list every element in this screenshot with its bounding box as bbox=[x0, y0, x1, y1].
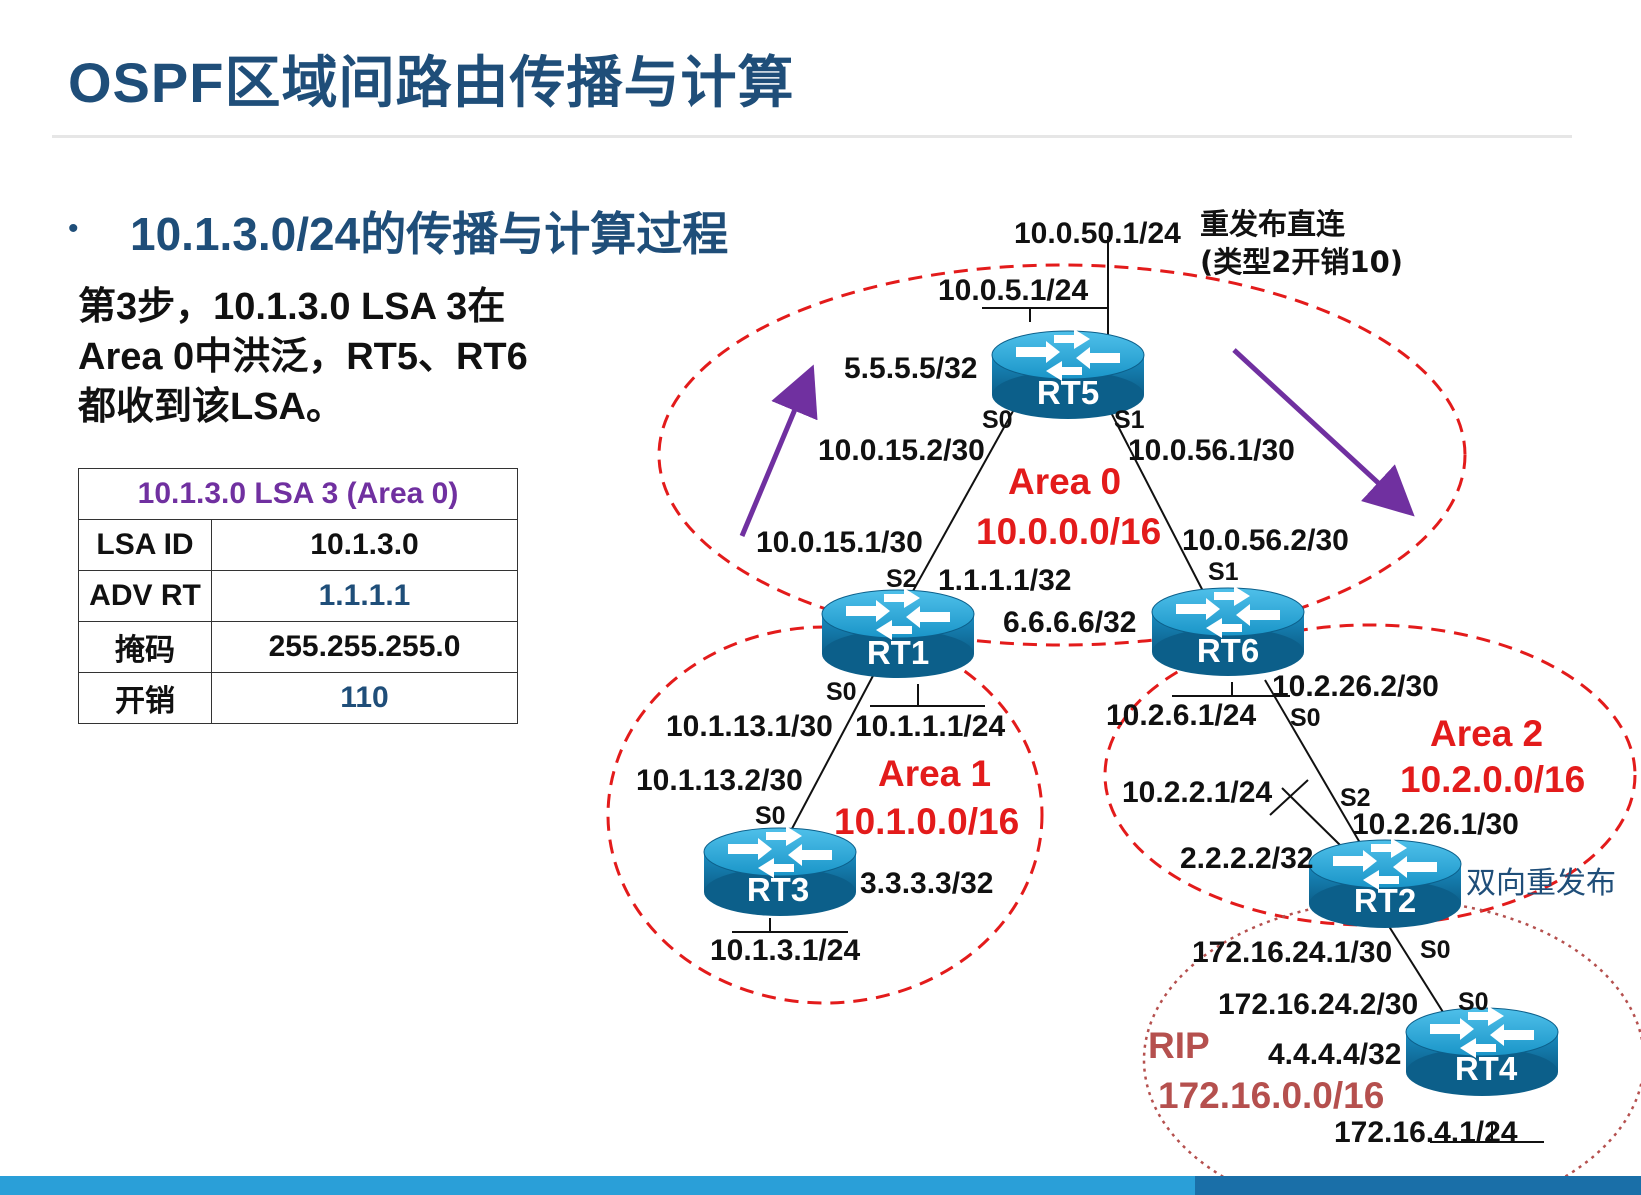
rt5-s1-port: S1 bbox=[1114, 406, 1145, 434]
links bbox=[732, 236, 1544, 1143]
rt2-s0-ip: 172.16.24.1/30 bbox=[1192, 936, 1392, 969]
rt6-s1-port: S1 bbox=[1208, 558, 1239, 586]
area0-name: Area 0 bbox=[1008, 461, 1121, 502]
table-row: LSA ID 10.1.3.0 bbox=[78, 519, 518, 571]
rt5-lan-ip: 10.0.50.1/24 bbox=[1014, 217, 1181, 250]
table-row: 掩码 255.255.255.0 bbox=[78, 621, 518, 673]
rt1-loopback: 1.1.1.1/32 bbox=[938, 564, 1071, 597]
lsa-key: LSA ID bbox=[78, 519, 212, 571]
router-rt4: RT4 bbox=[1405, 1005, 1559, 1097]
area0-boundary bbox=[657, 263, 1467, 647]
rt6-lan-ip: 10.2.6.1/24 bbox=[1106, 699, 1256, 732]
router-rt1: RT1 bbox=[821, 587, 975, 679]
rt5-s0-ip: 10.0.15.2/30 bbox=[818, 434, 985, 467]
rt3-loopback: 3.3.3.3/32 bbox=[860, 867, 993, 900]
flood-arrow-left bbox=[739, 364, 818, 537]
router-rt6: RT6 bbox=[1151, 585, 1305, 677]
rt3-lan-ip: 10.1.3.1/24 bbox=[710, 934, 860, 967]
router-label-rt1: RT1 bbox=[867, 634, 929, 671]
area0-net: 10.0.0.0/16 bbox=[976, 511, 1161, 552]
rt1-s2-port: S2 bbox=[886, 565, 917, 593]
rt4-loopback: 4.4.4.4/32 bbox=[1268, 1038, 1401, 1071]
rt2-loopback: 2.2.2.2/32 bbox=[1180, 842, 1313, 875]
rt4-s0-port: S0 bbox=[1458, 988, 1489, 1016]
router-rt3: RT3 bbox=[703, 825, 857, 917]
lsa-key: 掩码 bbox=[78, 621, 212, 673]
rt1-s2-ip: 10.0.15.1/30 bbox=[756, 526, 923, 559]
rt1-lan-ip: 10.1.1.1/24 bbox=[855, 710, 1005, 743]
rt2-s2-port: S2 bbox=[1340, 784, 1371, 812]
router-label-rt2: RT2 bbox=[1354, 882, 1416, 919]
lsa-key: ADV RT bbox=[78, 570, 212, 622]
rt2-s0-port: S0 bbox=[1420, 936, 1451, 964]
table-row: ADV RT 1.1.1.1 bbox=[78, 570, 518, 622]
router-label-rt5: RT5 bbox=[1037, 374, 1099, 411]
rip-name: RIP bbox=[1148, 1025, 1210, 1066]
mutual-redistribute-note: 双向重发布 bbox=[1466, 866, 1616, 901]
router-label-rt3: RT3 bbox=[747, 871, 809, 908]
rt5-loopback: 5.5.5.5/32 bbox=[844, 352, 977, 385]
rt6-s0-port: S0 bbox=[1290, 704, 1321, 732]
rt3-s0-port: S0 bbox=[755, 802, 786, 830]
area1-net: 10.1.0.0/16 bbox=[834, 801, 1019, 842]
router-rt2: RT2 bbox=[1308, 837, 1462, 929]
rt5-lan2-ip: 10.0.5.1/24 bbox=[938, 274, 1088, 307]
rt2-s2-ip: 10.2.26.1/30 bbox=[1352, 808, 1519, 841]
bullet-heading: 10.1.3.0/24的传播与计算过程 bbox=[130, 208, 729, 260]
router-rt5: RT5 bbox=[991, 328, 1145, 420]
lsa-value: 110 bbox=[211, 672, 518, 724]
rt5-s0-port: S0 bbox=[982, 406, 1013, 434]
rt2-lan-ip: 10.2.2.1/24 bbox=[1122, 776, 1272, 809]
lsa-value: 255.255.255.0 bbox=[211, 621, 518, 673]
rip-net: 172.16.0.0/16 bbox=[1158, 1075, 1384, 1116]
lsa-table: 10.1.3.0 LSA 3 (Area 0) LSA ID 10.1.3.0 … bbox=[78, 468, 518, 724]
area2-net: 10.2.0.0/16 bbox=[1400, 759, 1585, 800]
title-divider bbox=[52, 135, 1572, 138]
page-title: OSPF区域间路由传播与计算 bbox=[68, 51, 795, 114]
bullet-icon: • bbox=[68, 212, 79, 245]
step-description: 第3步，10.1.3.0 LSA 3在Area 0中洪泛，RT5、RT6都收到该… bbox=[78, 286, 528, 428]
flood-arrow-right bbox=[1232, 348, 1415, 517]
rt6-s1-ip: 10.0.56.2/30 bbox=[1182, 524, 1349, 557]
lsa-value: 1.1.1.1 bbox=[211, 570, 518, 622]
area2-name: Area 2 bbox=[1430, 713, 1543, 754]
rt6-loopback: 6.6.6.6/32 bbox=[1003, 606, 1136, 639]
rt3-s0-ip: 10.1.13.2/30 bbox=[636, 764, 803, 797]
redistribute-type-note: (类型2开销10) bbox=[1200, 245, 1403, 279]
rt5-s1-ip: 10.0.56.1/30 bbox=[1128, 434, 1295, 467]
lsa-key: 开销 bbox=[78, 672, 212, 724]
router-label-rt4: RT4 bbox=[1455, 1050, 1518, 1087]
lsa-value: 10.1.3.0 bbox=[211, 519, 518, 571]
rt1-s0-ip: 10.1.13.1/30 bbox=[666, 710, 833, 743]
area1-name: Area 1 bbox=[878, 753, 991, 794]
redistribute-note: 重发布直连 bbox=[1200, 207, 1346, 241]
footer-bar-accent bbox=[1195, 1176, 1641, 1195]
router-label-rt6: RT6 bbox=[1197, 632, 1259, 669]
rt4-s0-ip: 172.16.24.2/30 bbox=[1218, 988, 1418, 1021]
rt1-s0-port: S0 bbox=[826, 678, 857, 706]
rt4-lan-ip: 172.16.4.1/24 bbox=[1334, 1116, 1518, 1149]
rt6-s0-ip: 10.2.26.2/30 bbox=[1272, 670, 1439, 703]
table-row: 开销 110 bbox=[78, 672, 518, 724]
